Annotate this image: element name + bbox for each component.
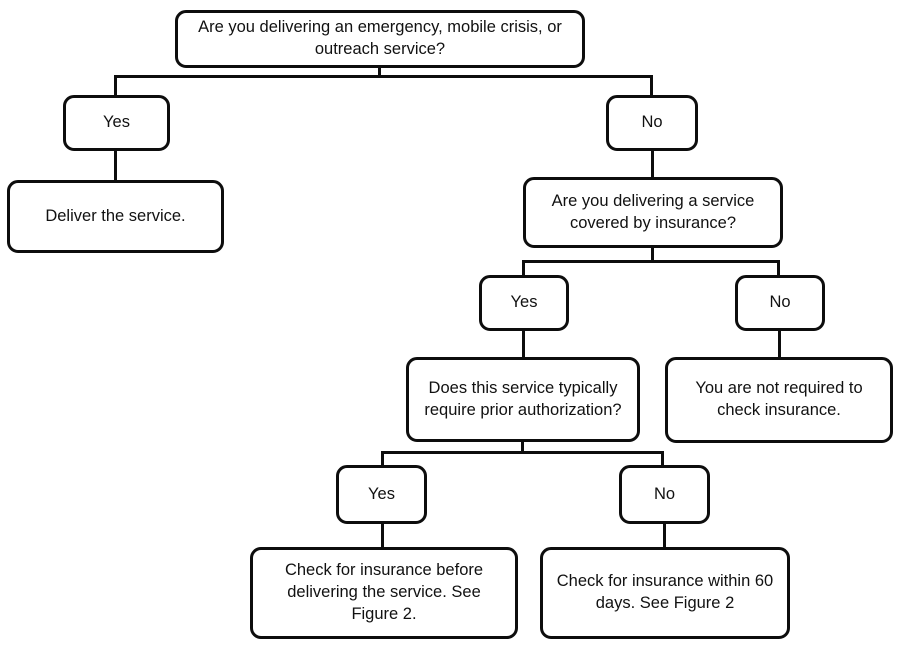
edge-covered-to-yes bbox=[522, 260, 525, 276]
node-label: Does this service typically require prio… bbox=[424, 378, 622, 419]
node-label: No bbox=[653, 484, 676, 503]
edge-prior-auth-to-no bbox=[661, 451, 664, 466]
edge-no-to-covered-question bbox=[651, 150, 654, 178]
edge-root-stem bbox=[378, 68, 381, 77]
node-result-deliver-service: Deliver the service. bbox=[7, 180, 224, 253]
node-label: No bbox=[769, 293, 791, 312]
edge-yes-to-deliver bbox=[114, 150, 117, 181]
node-label: Are you delivering an emergency, mobile … bbox=[198, 18, 562, 58]
edge-prior-auth-to-yes bbox=[381, 451, 384, 466]
edge-prior-no-to-check-60-days bbox=[663, 523, 666, 548]
edge-covered-to-no bbox=[777, 260, 780, 276]
edge-prior-auth-stem bbox=[521, 442, 524, 453]
node-result-not-required-check: You are not required to check insurance. bbox=[665, 357, 893, 443]
node-label: Are you delivering a service covered by … bbox=[551, 191, 755, 232]
edge-covered-no-to-not-required bbox=[778, 330, 781, 358]
node-label: Yes bbox=[368, 484, 395, 503]
node-label: Deliver the service. bbox=[45, 206, 186, 225]
edge-root-to-no bbox=[650, 75, 653, 96]
node-answer-emergency-yes: Yes bbox=[63, 95, 170, 151]
node-answer-prior-auth-no: No bbox=[619, 465, 710, 524]
node-answer-prior-auth-yes: Yes bbox=[336, 465, 427, 524]
node-answer-emergency-no: No bbox=[606, 95, 698, 151]
node-label: No bbox=[641, 113, 663, 132]
edge-covered-yes-to-prior-auth bbox=[522, 330, 525, 358]
edge-root-bus bbox=[114, 75, 653, 78]
node-question-covered-by-insurance: Are you delivering a service covered by … bbox=[523, 177, 783, 248]
node-result-check-within-60-days: Check for insurance within 60 days. See … bbox=[540, 547, 790, 639]
node-answer-covered-no: No bbox=[735, 275, 825, 331]
node-question-emergency-service: Are you delivering an emergency, mobile … bbox=[175, 10, 585, 68]
edge-prior-yes-to-check-before bbox=[381, 523, 384, 548]
node-result-check-before-delivering: Check for insurance before delivering th… bbox=[250, 547, 518, 639]
edge-covered-bus bbox=[522, 260, 780, 263]
edge-covered-stem bbox=[651, 248, 654, 262]
node-question-prior-authorization: Does this service typically require prio… bbox=[406, 357, 640, 442]
node-label: Check for insurance within 60 days. See … bbox=[556, 572, 774, 612]
edge-prior-auth-bus bbox=[381, 451, 664, 454]
node-label: Yes bbox=[103, 113, 130, 132]
node-answer-covered-yes: Yes bbox=[479, 275, 569, 331]
node-label: Check for insurance before delivering th… bbox=[284, 561, 484, 623]
node-label: Yes bbox=[510, 293, 538, 312]
node-label: You are not required to check insurance. bbox=[695, 379, 863, 419]
edge-root-to-yes bbox=[114, 75, 117, 96]
